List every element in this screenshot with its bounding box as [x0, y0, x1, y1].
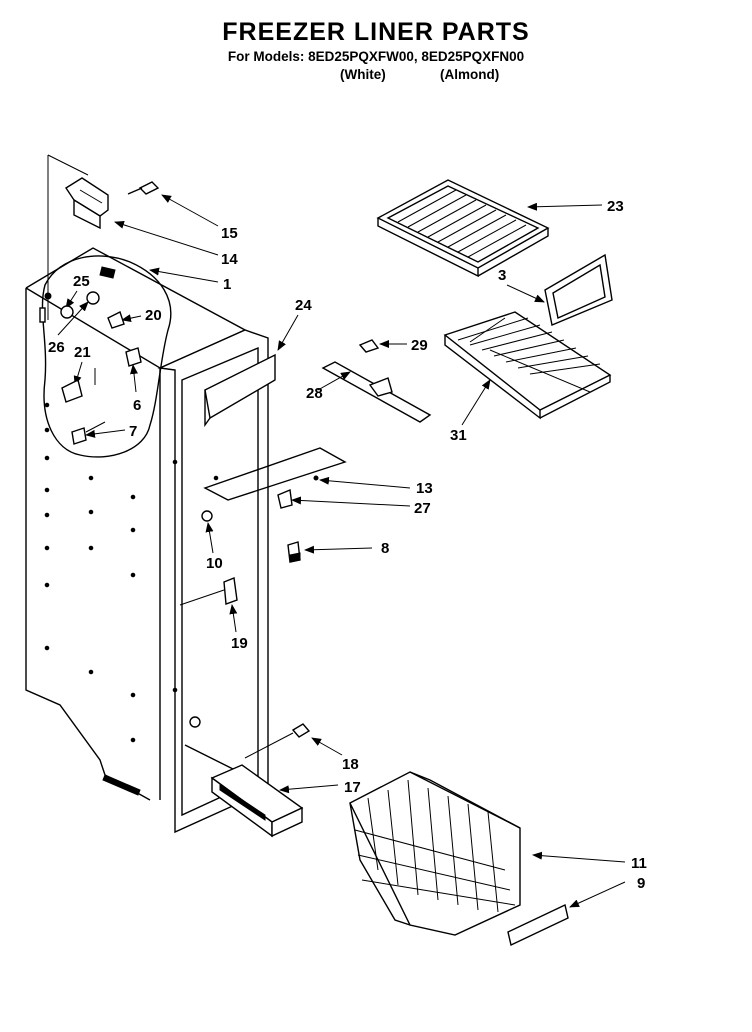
part-24-cover: [204, 353, 276, 428]
callout-21: 21: [74, 344, 91, 361]
callout-25: 25: [73, 273, 90, 290]
part-11-basket: [349, 771, 521, 936]
callout-20: 20: [145, 307, 162, 324]
leader-lines: [57, 194, 626, 908]
callout-7: 7: [129, 423, 137, 440]
callout-6: 6: [133, 397, 141, 414]
part-21-thermostat: [61, 368, 96, 403]
control-cutaway: [39, 255, 172, 458]
freezer-liner: [25, 247, 269, 834]
part-3-panel: [544, 253, 613, 326]
part-6-switch: [125, 347, 142, 367]
callout-3: 3: [498, 267, 506, 284]
part-9-tag: [507, 903, 569, 947]
callout-23: 23: [607, 198, 624, 215]
callout-24: 24: [295, 297, 312, 314]
callout-10: 10: [206, 555, 223, 572]
callout-26: 26: [48, 339, 65, 356]
part-31-wire-shelf: [443, 311, 612, 420]
model-numbers: For Models: 8ED25PQXFW00, 8ED25PQXFN00: [227, 49, 525, 64]
callout-numbers: 15 14 1 23 3 24 29 28 31 13 27 8 10 19 1…: [48, 198, 647, 892]
callout-11: 11: [631, 855, 647, 872]
callout-18: 18: [342, 756, 359, 773]
part-15-screw: [127, 181, 160, 195]
callout-9: 9: [637, 875, 645, 892]
callout-8: 8: [381, 540, 389, 557]
part-8-clip: [287, 541, 301, 563]
part-26-bulb: [60, 305, 74, 319]
part-14-bracket: [65, 177, 109, 230]
callout-27: 27: [414, 500, 431, 517]
callout-19: 19: [231, 635, 248, 652]
callout-17: 17: [344, 779, 361, 796]
callout-13: 13: [416, 480, 433, 497]
part-10-screw: [201, 510, 213, 522]
part-18-screw: [244, 723, 311, 759]
callout-14: 14: [221, 251, 238, 268]
part-17-rail: [210, 764, 304, 838]
callout-1: 1: [223, 276, 231, 293]
part-29-screw: [358, 339, 380, 353]
callout-28: 28: [306, 385, 323, 402]
part-25-knob: [86, 291, 100, 305]
callout-29: 29: [411, 337, 428, 354]
part-7-clip: [71, 421, 106, 445]
callout-15: 15: [221, 225, 238, 242]
part-23-shelf: [376, 179, 550, 278]
page-title: FREEZER LINER PARTS: [222, 18, 530, 46]
part-13-plate: [203, 447, 347, 501]
callout-31: 31: [450, 427, 467, 444]
part-19-latch: [179, 577, 238, 606]
variant-almond-label: (Almond): [440, 67, 500, 82]
part-20-socket: [107, 311, 125, 329]
variant-white-label: (White): [340, 67, 386, 82]
part-28-bracket: [321, 361, 432, 423]
part-27-switch: [277, 489, 293, 509]
